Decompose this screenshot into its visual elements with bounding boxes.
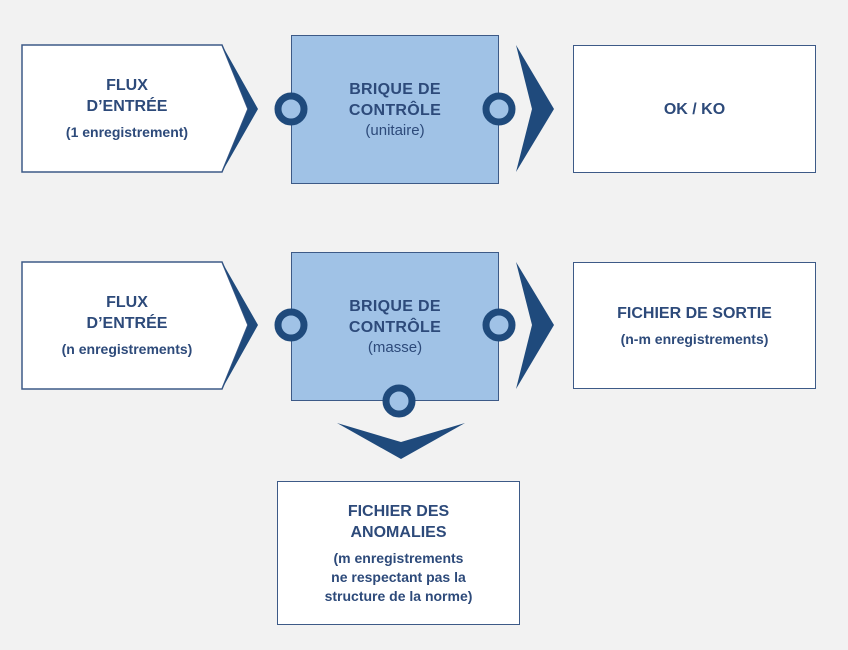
unit-input-title: FLUX D’ENTRÉE <box>86 77 168 115</box>
unit-control-brick: BRIQUE DE CONTRÔLE (unitaire) <box>291 35 499 184</box>
anomalies-subtitle: (m enregistrements ne respectant pas la … <box>324 549 473 604</box>
anomalies-box: FICHIER DES ANOMALIES (m enregistrements… <box>277 481 520 625</box>
unit-output-title: OK / KO <box>663 100 726 118</box>
mass-brick-subtitle: (masse) <box>367 339 423 356</box>
mass-control-brick: BRIQUE DE CONTRÔLE (masse) <box>291 252 499 401</box>
anomalies-title: FICHIER DES ANOMALIES <box>347 502 450 541</box>
unit-output-box: OK / KO <box>573 45 816 173</box>
unit-brick-subtitle: (unitaire) <box>365 122 425 139</box>
unit-input-subtitle: (1 enregistrement) <box>65 124 189 140</box>
mass-input-box: FLUX D’ENTRÉE (n enregistrements) <box>22 262 232 389</box>
mass-brick-title: BRIQUE DE CONTRÔLE <box>348 298 442 336</box>
mass-output-subtitle: (n-m enregistrements) <box>620 330 769 347</box>
unit-input-box: FLUX D’ENTRÉE (1 enregistrement) <box>22 45 232 172</box>
mass-output-box: FICHIER DE SORTIE (n-m enregistrements) <box>573 262 816 389</box>
mass-input-chevron-icon <box>222 262 258 389</box>
mass-input-subtitle: (n enregistrements) <box>61 341 193 357</box>
mass-output-chevron-icon <box>516 262 554 389</box>
unit-brick-title: BRIQUE DE CONTRÔLE <box>348 81 442 119</box>
unit-output-chevron-icon <box>516 45 554 172</box>
unit-input-chevron-icon <box>222 45 258 172</box>
mass-output-title: FICHIER DE SORTIE <box>617 304 772 322</box>
mass-input-title: FLUX D’ENTRÉE <box>86 294 168 332</box>
anomalies-down-chevron-icon <box>337 423 465 459</box>
